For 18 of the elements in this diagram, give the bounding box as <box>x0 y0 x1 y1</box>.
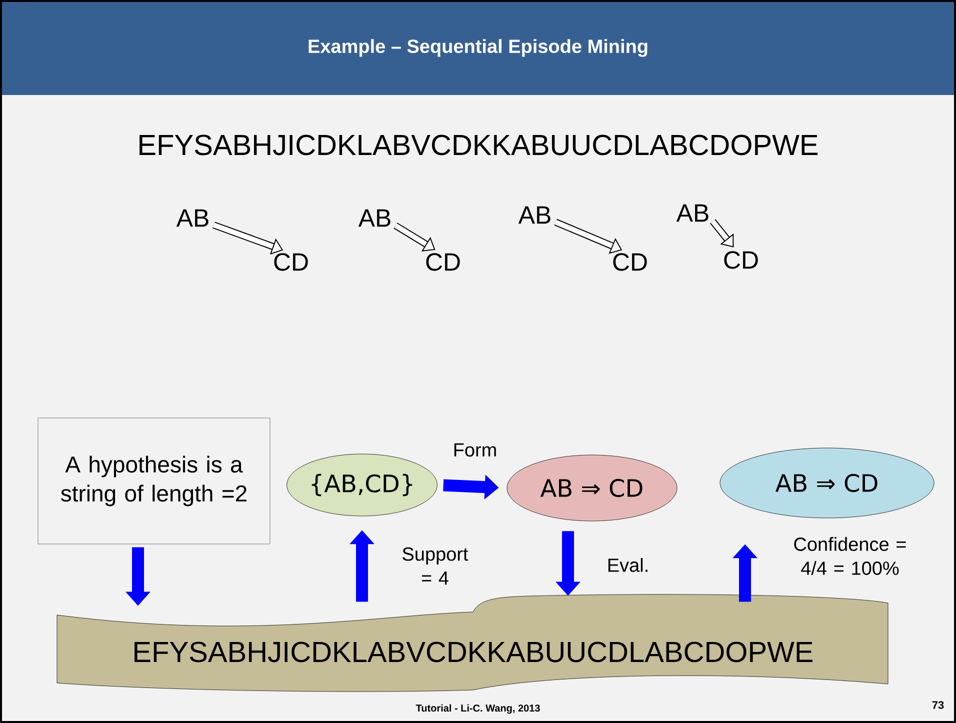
edge-label: Form <box>454 443 496 457</box>
text-box: A hypothesis is a string of length =2 <box>38 418 270 544</box>
sequence-text: CD <box>613 253 647 271</box>
page-number: 73 <box>932 701 944 709</box>
title-bar: Example – Sequential Episode Mining <box>2 2 954 95</box>
sequence-text: EFYSABHJICDKLABVCDKKABUUCDLABCDOPWE <box>140 134 818 156</box>
sequence-text: CD <box>724 251 758 269</box>
edge-label: Eval. <box>608 558 648 572</box>
edge-label: Support = 4 <box>402 547 468 585</box>
sequence-text: AB <box>176 209 208 227</box>
block-arrow <box>710 219 734 248</box>
footer-text: Tutorial - Li-C. Wang, 2013 <box>416 704 540 714</box>
sequence-text: CD <box>426 253 460 271</box>
sequence-text: AB <box>358 209 390 227</box>
sequence-text: AB <box>676 204 708 222</box>
sequence-text: CD <box>274 253 308 271</box>
edge-label: Confidence = 4/4 = 100% <box>794 537 906 575</box>
sequence-text: AB <box>518 206 550 224</box>
